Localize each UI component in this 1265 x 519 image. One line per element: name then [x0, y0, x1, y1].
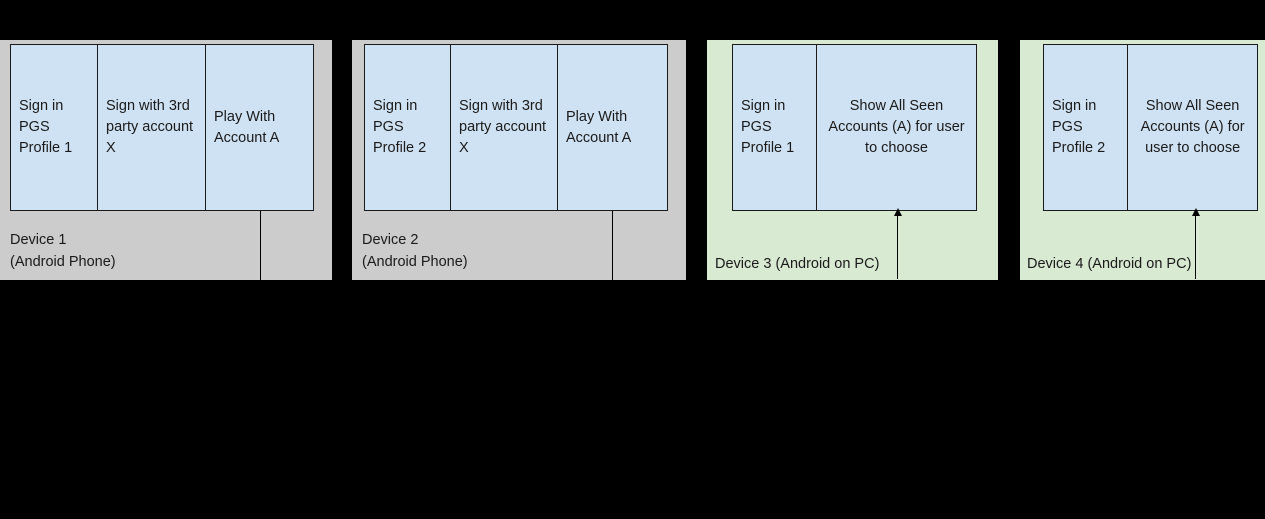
arrow-head-up-icon-3 — [894, 208, 902, 216]
step-box-row-1[interactable]: Sign in PGS Profile 1 Sign with 3rd part… — [10, 44, 314, 211]
panel-divider-2 — [612, 211, 613, 280]
arrow-head-up-icon-4 — [1192, 208, 1200, 216]
step-cell-sign-in-profile[interactable]: Sign in PGS Profile 2 — [1044, 45, 1129, 210]
step-cell-play-with-account[interactable]: Play With Account A — [214, 108, 280, 146]
step-box-row-3[interactable]: Sign in PGS Profile 1 Show All Seen Acco… — [732, 44, 977, 211]
step-cell-show-all-seen-accounts[interactable]: Show All Seen Accounts (A) for user to c… — [828, 98, 965, 156]
device-label-3: Device 3 (Android on PC) — [715, 256, 880, 272]
step-cell-sign-in-profile[interactable]: Sign in PGS Profile 1 — [11, 45, 98, 210]
step-cell-sign-in-profile[interactable]: Sign in PGS Profile 2 — [365, 45, 451, 210]
step-cell-play-with-account[interactable]: Play With Account A — [566, 108, 632, 146]
step-cell-sign-third-party[interactable]: Sign with 3rd party account X — [98, 45, 206, 210]
step-cell-sign-third-party[interactable]: Sign with 3rd party account X — [451, 45, 558, 210]
step-cell-show-all-seen-accounts[interactable]: Show All Seen Accounts (A) for user to c… — [1140, 98, 1245, 156]
device-label-2: Device 2 (Android Phone) — [362, 232, 468, 270]
step-box-row-4[interactable]: Sign in PGS Profile 2 Show All Seen Acco… — [1043, 44, 1258, 211]
arrow-shaft-3 — [897, 215, 898, 279]
arrow-shaft-4 — [1195, 215, 1196, 279]
device-label-1: Device 1 (Android Phone) — [10, 232, 116, 270]
panel-divider-1 — [260, 211, 261, 280]
device-label-4: Device 4 (Android on PC) — [1027, 256, 1192, 272]
step-box-row-2[interactable]: Sign in PGS Profile 2 Sign with 3rd part… — [364, 44, 668, 211]
step-cell-sign-in-profile[interactable]: Sign in PGS Profile 1 — [733, 45, 817, 210]
